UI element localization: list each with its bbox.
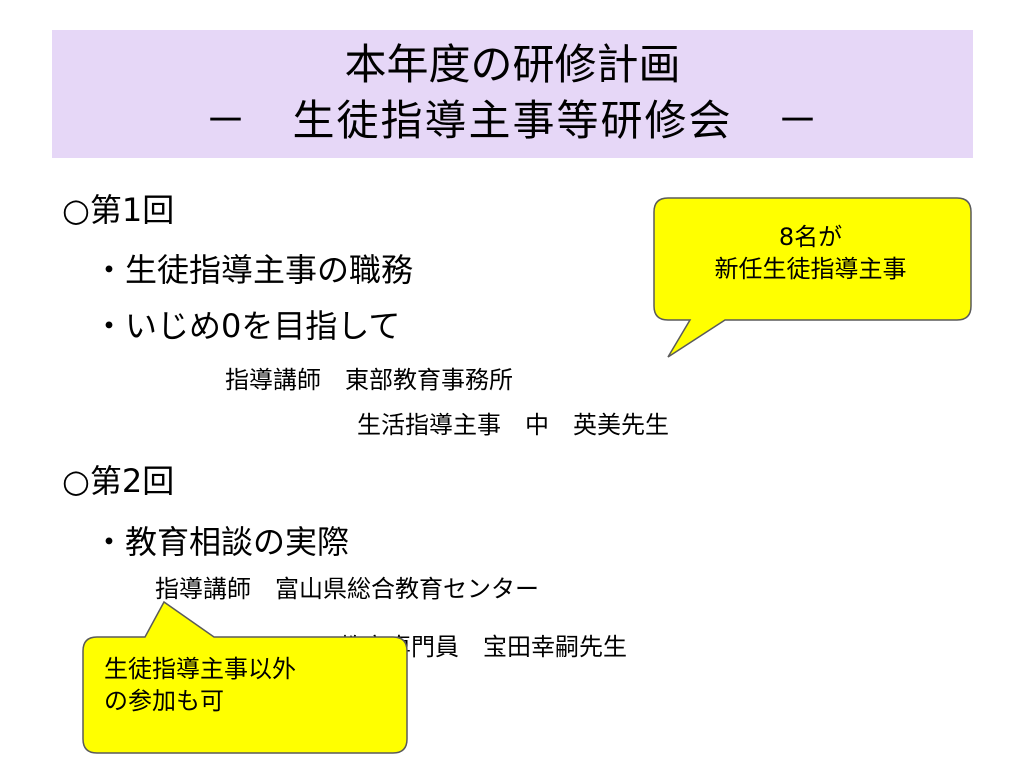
callout-2-line-1: 生徒指導主事以外 (104, 655, 296, 683)
callout-2-line-2: の参加も可 (104, 687, 224, 715)
session-2-topic-1: ・教育相談の実際 (93, 523, 350, 561)
title-banner: 本年度の研修計画 － 生徒指導主事等研修会 － (52, 30, 973, 158)
session-1-lecturer-name: 生活指導主事 中 英美先生 (357, 411, 669, 439)
session-1-topic-2: ・いじめ0を目指して (93, 307, 401, 345)
slide-subtitle: － 生徒指導主事等研修会 － (204, 96, 821, 145)
session-1-lecturer-affiliation: 指導講師 東部教育事務所 (225, 366, 513, 394)
session-1-topic-1: ・生徒指導主事の職務 (93, 251, 414, 289)
slide-title: 本年度の研修計画 (344, 40, 681, 89)
callout-1-line-2: 新任生徒指導主事 (714, 255, 907, 283)
session-2-heading: ○第2回 (62, 462, 175, 500)
callout-2-text: 生徒指導主事以外 の参加も可 (104, 653, 296, 717)
session-2-lecturer-affiliation: 指導講師 富山県総合教育センター (155, 575, 539, 603)
callout-1-line-1: 8名が (778, 223, 843, 251)
callout-1-text: 8名が 新任生徒指導主事 (650, 221, 971, 285)
session-2-lecturer-name: 教育専門員 宝田幸嗣先生 (339, 633, 627, 661)
session-1-heading: ○第1回 (62, 191, 175, 229)
